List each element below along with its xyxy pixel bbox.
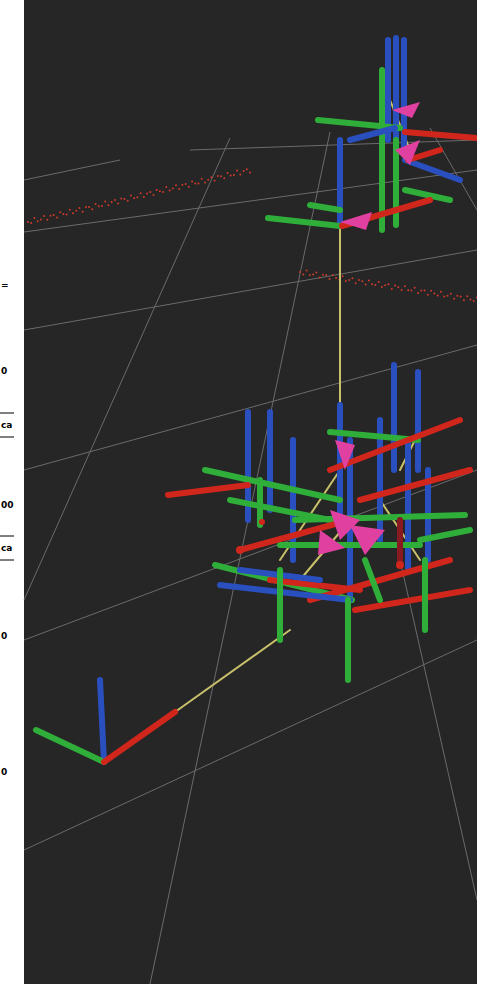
point-cloud [27, 168, 477, 302]
cropped-label: ca [1, 420, 12, 430]
cropped-label: 0 [1, 366, 7, 376]
frames [36, 38, 477, 762]
cropped-label: 0 [1, 631, 7, 641]
viewport [24, 0, 477, 984]
cropped-label: 0 [1, 767, 7, 777]
cropped-label: ca [1, 543, 12, 553]
grid [24, 128, 477, 984]
cropped-label: = [1, 280, 9, 290]
cropped-label: 00 [1, 500, 14, 510]
label-rules [0, 413, 14, 560]
